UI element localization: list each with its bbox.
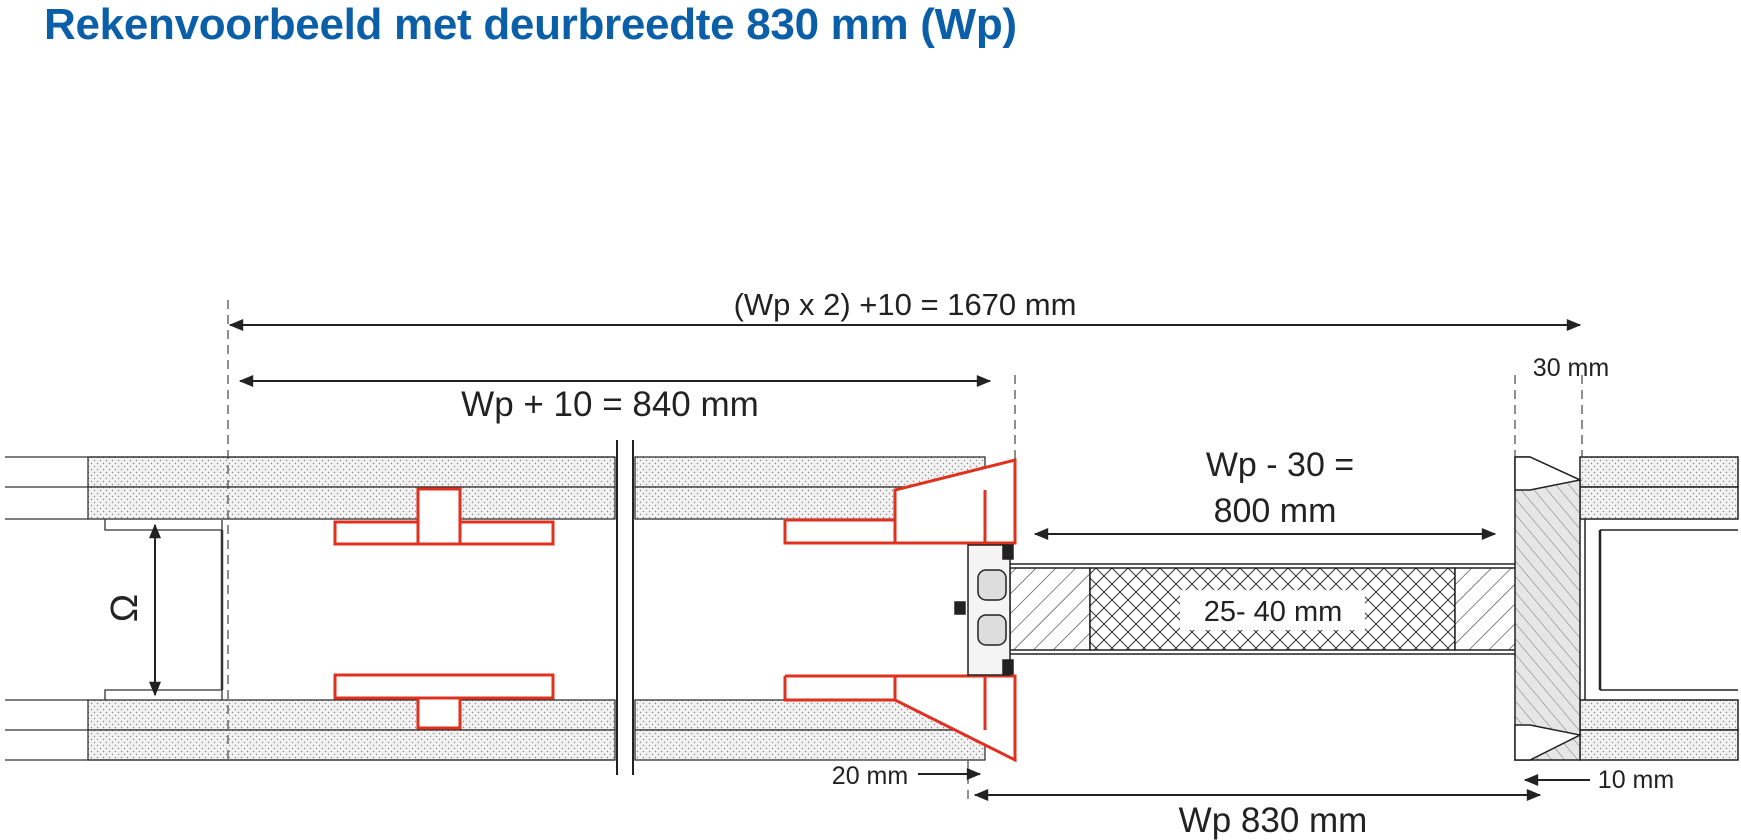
break-lines (616, 440, 634, 775)
wall-face-lines (5, 456, 615, 761)
door-thickness-label: 25- 40 mm (1204, 596, 1343, 628)
frame-left-label: 20 mm (832, 762, 908, 790)
wall-gap-label: 30 mm (1533, 354, 1609, 382)
pocket-frame-profiles (333, 458, 1017, 763)
total-width-label: (Wp x 2) +10 = 1670 mm (734, 287, 1077, 322)
dimension-arrows (149, 319, 1590, 801)
reference-lines (227, 300, 1583, 800)
door-width-label: Wp 830 mm (1179, 801, 1368, 840)
opening-width-label-1: Wp - 30 = (1206, 446, 1354, 484)
left-wall-boards (87, 456, 986, 761)
opening-width-label-2: 800 mm (1214, 492, 1337, 530)
frame-right-label: 10 mm (1598, 766, 1674, 794)
pocket-width-label: Wp + 10 = 840 mm (461, 385, 759, 424)
page-title: Rekenvoorbeeld met deurbreedte 830 mm (W… (44, 0, 1017, 49)
wall-symbol-label: Ω (104, 594, 146, 622)
right-wall-frame (1514, 456, 1739, 761)
